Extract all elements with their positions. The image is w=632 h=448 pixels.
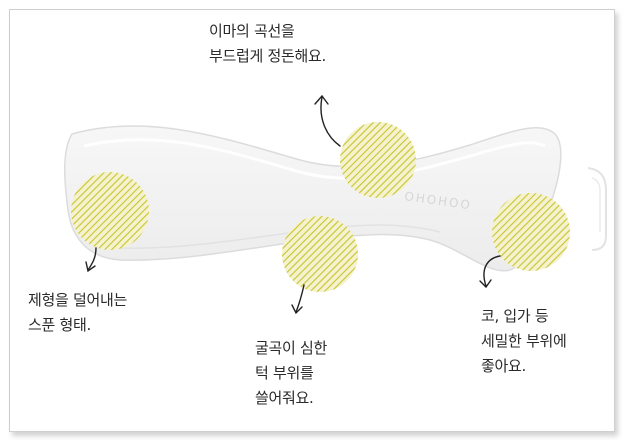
caption-spoon: 제형을 덜어내는 스푼 형태.	[28, 291, 127, 334]
arrow-forehead	[314, 94, 341, 147]
arrow-curve	[291, 284, 305, 315]
caption-curve: 굴곡이 심한 턱 부위를 쓸어줘요.	[255, 339, 327, 407]
arrow-spoon	[85, 247, 97, 273]
spot-forehead	[340, 122, 416, 198]
stand-edge	[587, 167, 607, 251]
spot-spoon	[71, 172, 149, 250]
caption-nose: 코, 입가 등 세밀한 부위에 좋아요.	[481, 307, 567, 375]
spot-curve	[282, 216, 358, 292]
caption-forehead: 이마의 곡선을 부드럽게 정돈해요.	[209, 22, 326, 65]
arrow-nose	[479, 255, 501, 289]
spot-nose	[492, 193, 570, 271]
